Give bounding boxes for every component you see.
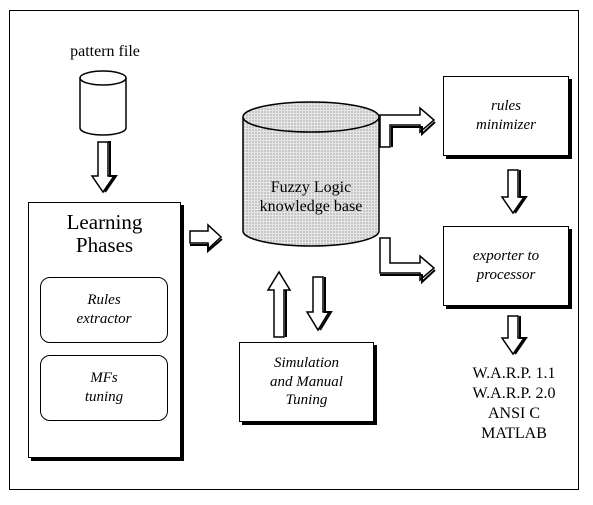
- arrow-learning-to-kb: [189, 223, 223, 254]
- pattern-file-cylinder: [79, 70, 127, 136]
- learning-phases-box: Learning Phases Rules extractor MFs tuni…: [28, 202, 181, 458]
- knowledge-base-cylinder: [242, 101, 380, 247]
- target-matlab: MATLAB: [481, 425, 547, 442]
- arrow-exporter-to-targets: [500, 315, 528, 356]
- mfs-tuning-box: MFs tuning: [40, 355, 168, 421]
- arrow-sim-to-kb: [266, 270, 292, 338]
- arrow-kb-to-minimizer: [379, 106, 436, 148]
- target-warp-11: W.A.R.P. 1.1: [472, 365, 556, 382]
- arrow-pattern-to-learning: [90, 141, 118, 194]
- arrow-minimizer-to-exporter: [500, 169, 528, 215]
- rules-minimizer-box: rules minimizer: [443, 76, 569, 156]
- diagram-frame: [9, 10, 579, 490]
- knowledge-base-label: Fuzzy Logic knowledge base: [259, 179, 363, 216]
- exporter-box: exporter to processor: [443, 226, 569, 306]
- pattern-file-label: pattern file: [70, 43, 140, 60]
- arrow-kb-to-sim: [305, 276, 333, 332]
- target-ansi-c: ANSI C: [487, 405, 540, 422]
- rules-extractor-box: Rules extractor: [40, 277, 168, 343]
- learning-phases-title: Learning Phases: [66, 210, 143, 258]
- simulation-box: Simulation and Manual Tuning: [239, 342, 374, 422]
- arrow-kb-to-exporter: [379, 237, 436, 285]
- target-warp-20: W.A.R.P. 2.0: [472, 385, 556, 402]
